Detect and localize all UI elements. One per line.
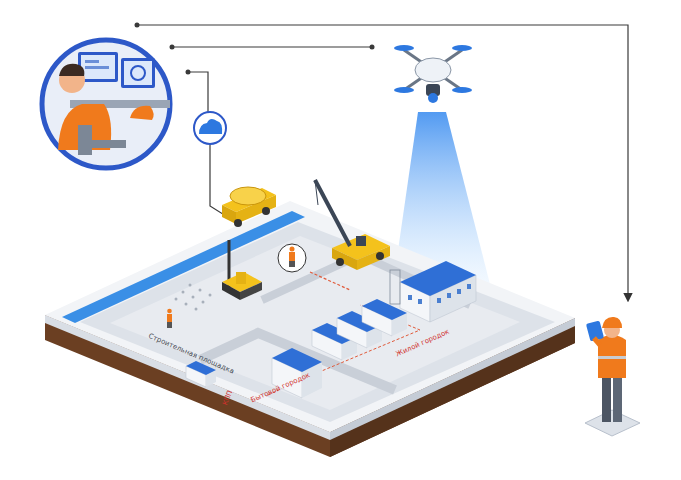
area-label: КПП bbox=[222, 390, 234, 407]
area-label: Жилой городок bbox=[395, 329, 451, 359]
pile-dots bbox=[175, 284, 212, 311]
tablet-worker bbox=[585, 317, 640, 436]
drilling-rig bbox=[222, 240, 262, 300]
area-label: Бытовой городок bbox=[250, 372, 311, 404]
site-platform bbox=[45, 201, 575, 457]
operator-workstation bbox=[42, 40, 170, 168]
concrete-truck bbox=[222, 187, 276, 227]
site-workers bbox=[167, 244, 306, 328]
cloud-icon bbox=[194, 112, 226, 144]
crane bbox=[315, 180, 390, 270]
area-label: Строительная площадка bbox=[147, 333, 235, 375]
